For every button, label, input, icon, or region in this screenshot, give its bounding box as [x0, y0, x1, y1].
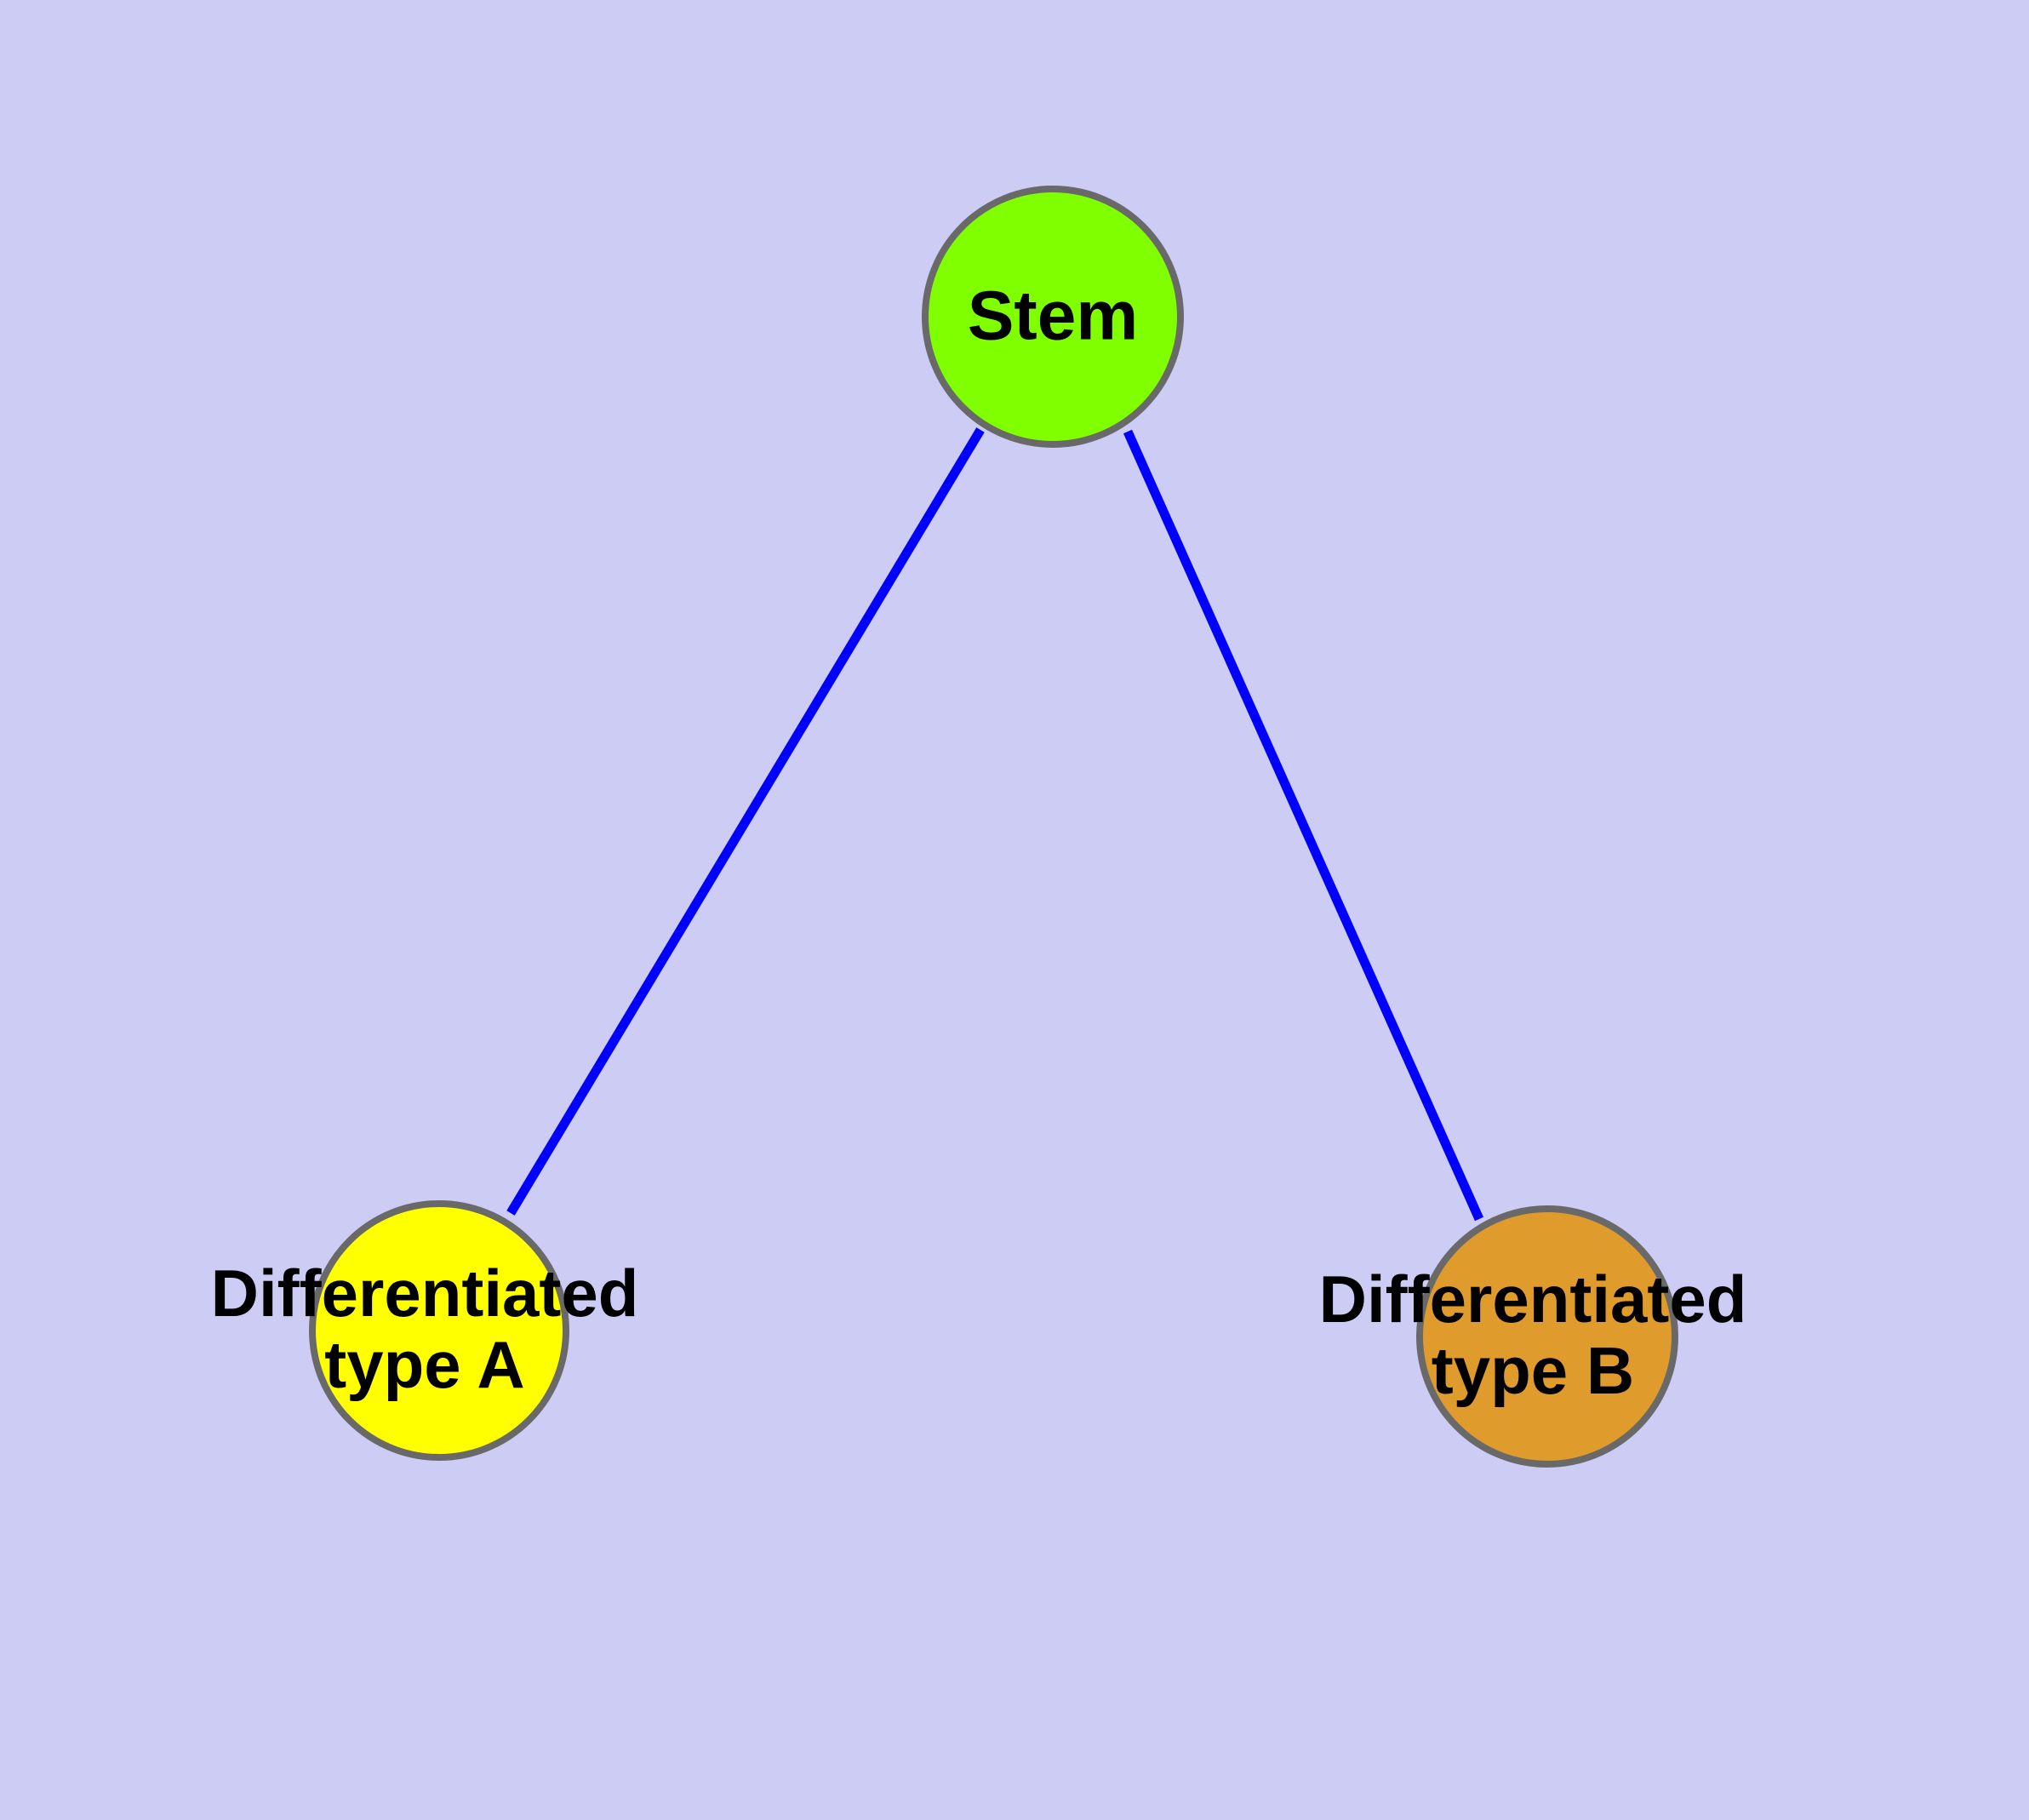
- node-layer: [309, 186, 1678, 1468]
- edge-stem-to-differentiated-type-b: [1123, 429, 1484, 1222]
- edge-layer: [506, 427, 1484, 1222]
- node-differentiated-type-b[interactable]: [1416, 1205, 1678, 1468]
- node-stem[interactable]: [922, 186, 1184, 448]
- node-differentiated-type-a[interactable]: [309, 1200, 569, 1461]
- edge-stem-to-differentiated-type-a: [506, 427, 985, 1216]
